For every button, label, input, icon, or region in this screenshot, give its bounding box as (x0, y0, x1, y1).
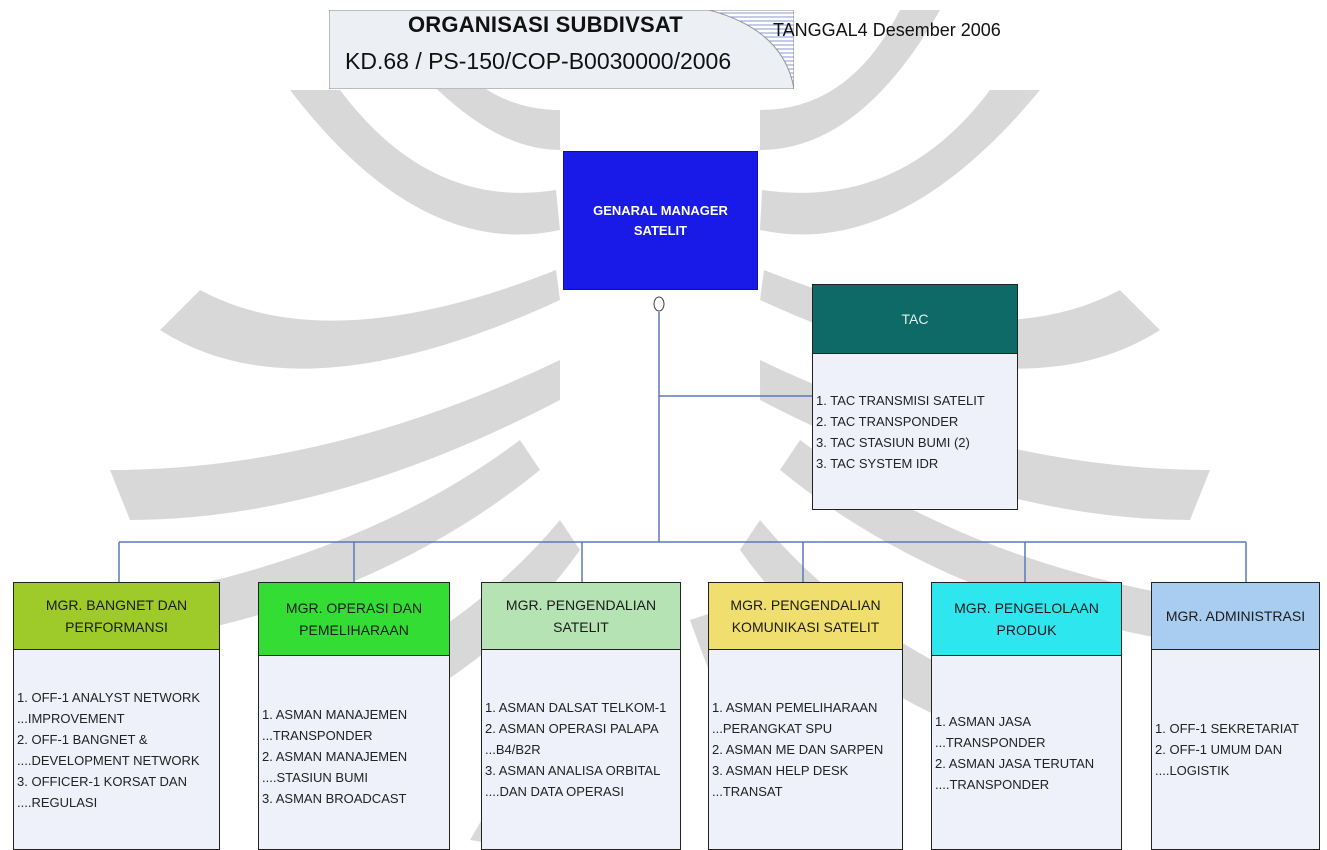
tac-item: 3. TAC STASIUN BUMI (2) (816, 434, 970, 450)
manager-item: 1. ASMAN DALSAT TELKOM-1 (485, 700, 667, 715)
manager-item: 1. OFF-1 ANALYST NETWORK (17, 689, 200, 705)
tac-item: 1. TAC TRANSMISI SATELIT (816, 392, 985, 408)
manager-item: 1. ASMAN MANAJEMEN (262, 707, 408, 722)
manager-header: MGR. ADMINISTRASI (1152, 583, 1319, 650)
chart-title: ORGANISASI SUBDIVSAT (408, 12, 683, 37)
manager-body: 1. ASMAN MANAJEMEN ...TRANSPONDER 2. ASM… (259, 656, 449, 849)
manager-item: 3. ASMAN BROADCAST (262, 791, 407, 806)
manager-item: 2. OFF-1 UMUM DAN (1155, 742, 1283, 757)
manager-item: ...B4/B2R (485, 742, 541, 757)
manager-body: 1. ASMAN JASA ...TRANSPONDER 2. ASMAN JA… (932, 656, 1121, 849)
manager-item: ...TRANSPONDER (262, 728, 373, 743)
connector-node (653, 296, 665, 312)
manager-header: MGR. OPERASI DAN PEMELIHARAAN (259, 583, 449, 656)
manager-box-pengelolaan-produk: MGR. PENGELOLAAN PRODUK 1. ASMAN JASA ...… (931, 582, 1122, 850)
manager-item: 2. ASMAN OPERASI PALAPA (485, 721, 659, 736)
manager-title-line: KOMUNIKASI SATELIT (731, 619, 880, 635)
manager-title-line: PEMELIHARAAN (299, 622, 409, 638)
manager-item: ...PERANGKAT SPU (712, 721, 833, 736)
manager-title-line: MGR. PENGENDALIAN (730, 597, 881, 613)
manager-item: ...IMPROVEMENT (17, 710, 125, 726)
manager-item: ....TRANSPONDER (935, 776, 1050, 792)
general-manager-subtitle: SATELIT (633, 222, 688, 238)
manager-body: 1. OFF-1 SEKRETARIAT 2. OFF-1 UMUM DAN .… (1152, 650, 1319, 849)
document-reference: KD.68 / PS-150/COP-B0030000/2006 (345, 48, 732, 74)
tac-body: 1. TAC TRANSMISI SATELIT 2. TAC TRANSPON… (813, 354, 1017, 509)
manager-item: 2. ASMAN ME DAN SARPEN (712, 742, 884, 757)
manager-body: 1. OFF-1 ANALYST NETWORK ...IMPROVEMENT … (14, 650, 219, 849)
manager-title-line: MGR. BANGNET DAN (45, 597, 188, 613)
tac-item: 3. TAC SYSTEM IDR (816, 455, 939, 471)
manager-title-line: MGR. PENGELOLAAN (954, 600, 1099, 616)
manager-box-pengendalian-satelit: MGR. PENGENDALIAN SATELIT 1. ASMAN DALSAT… (481, 582, 681, 850)
manager-title-line: PRODUK (996, 622, 1057, 638)
manager-title-line: MGR. PENGENDALIAN (505, 597, 657, 613)
manager-item: 2. ASMAN JASA TERUTAN (935, 755, 1095, 771)
manager-title-line: PERFORMANSI (65, 619, 168, 635)
manager-item: ...TRANSPONDER (935, 734, 1046, 750)
manager-item: 3. OFFICER-1 KORSAT DAN (17, 773, 187, 789)
manager-body: 1. ASMAN PEMELIHARAAN ...PERANGKAT SPU 2… (709, 650, 902, 849)
general-manager-box: GENARAL MANAGER SATELIT (563, 151, 758, 290)
manager-item: ....DAN DATA OPERASI (485, 784, 624, 799)
manager-title-line: MGR. OPERASI DAN (285, 600, 423, 616)
manager-box-bangnet: MGR. BANGNET DAN PERFORMANSI 1. OFF-1 ANA… (13, 582, 220, 850)
manager-item: 2. ASMAN MANAJEMEN (262, 749, 408, 764)
manager-item: 3. ASMAN ANALISA ORBITAL (485, 763, 661, 778)
header-banner (329, 10, 794, 89)
manager-body: 1. ASMAN DALSAT TELKOM-1 2. ASMAN OPERAS… (482, 650, 680, 849)
general-manager-title: GENARAL MANAGER (593, 202, 728, 218)
manager-header: MGR. PENGELOLAAN PRODUK (932, 583, 1121, 656)
manager-item: ....LOGISTIK (1155, 763, 1230, 778)
manager-item: 1. OFF-1 SEKRETARIAT (1155, 721, 1299, 736)
manager-item: ...TRANSAT (712, 784, 783, 799)
manager-box-pengendalian-komunikasi: MGR. PENGENDALIAN KOMUNIKASI SATELIT 1. A… (708, 582, 903, 850)
manager-item: ....REGULASI (17, 794, 98, 810)
tac-item: 2. TAC TRANSPONDER (816, 413, 959, 429)
manager-box-operasi: MGR. OPERASI DAN PEMELIHARAAN 1. ASMAN MA… (258, 582, 450, 850)
manager-item: 3. ASMAN HELP DESK (712, 763, 849, 778)
manager-title-line: MGR. ADMINISTRASI (1165, 608, 1306, 624)
manager-header: MGR. PENGENDALIAN KOMUNIKASI SATELIT (709, 583, 902, 650)
manager-item: 1. ASMAN PEMELIHARAAN (712, 700, 878, 715)
manager-item: 1. ASMAN JASA (935, 713, 1032, 729)
manager-header: MGR. PENGENDALIAN SATELIT (482, 583, 680, 650)
tac-box: TAC 1. TAC TRANSMISI SATELIT 2. TAC TRAN… (812, 284, 1018, 510)
manager-item: ....DEVELOPMENT NETWORK (17, 752, 200, 768)
document-date: TANGGAL4 Desember 2006 (773, 20, 1001, 40)
manager-item: 2. OFF-1 BANGNET & (17, 731, 148, 747)
tac-header: TAC (813, 285, 1017, 354)
manager-header: MGR. BANGNET DAN PERFORMANSI (14, 583, 219, 650)
manager-box-administrasi: MGR. ADMINISTRASI 1. OFF-1 SEKRETARIAT 2… (1151, 582, 1320, 850)
manager-item: ....STASIUN BUMI (262, 770, 368, 785)
manager-title-line: SATELIT (553, 619, 609, 635)
